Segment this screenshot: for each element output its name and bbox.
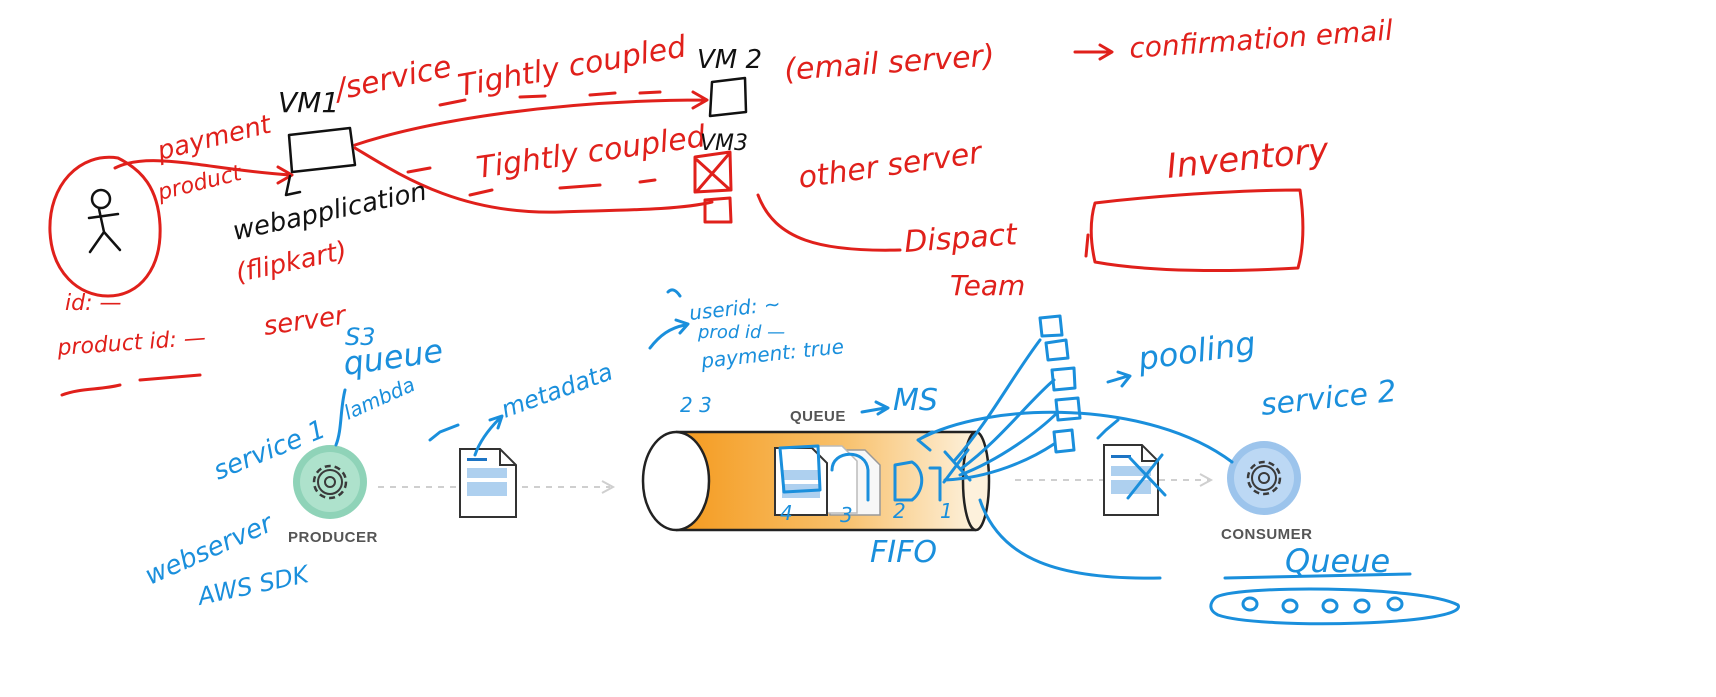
email-server-text: (email server) bbox=[783, 38, 996, 88]
arrow-vm1-to-vm2 bbox=[353, 90, 709, 147]
num-2-3-text: 2 3 bbox=[680, 393, 712, 417]
team-text: Team bbox=[950, 269, 1025, 302]
blue-box-4 bbox=[778, 444, 822, 494]
stack-box-3 bbox=[1050, 366, 1077, 392]
dispatch-text: Dispact bbox=[903, 217, 1019, 260]
poll-line-1 bbox=[953, 338, 1042, 462]
service2-text: service 2 bbox=[1259, 374, 1398, 423]
prodid-text: prod id — bbox=[697, 322, 785, 343]
service-slash-text: /service bbox=[329, 49, 454, 108]
vm2-box bbox=[708, 76, 748, 118]
brace-userid bbox=[666, 288, 682, 298]
tightly-coupled-2: Tightly coupled bbox=[474, 119, 708, 186]
vm1-box bbox=[287, 126, 357, 174]
connector-arrowhead-1 bbox=[601, 480, 616, 494]
stack-box-5 bbox=[1052, 428, 1076, 454]
vm1-label: VM1 bbox=[278, 86, 339, 119]
metadata-text: metadata bbox=[497, 358, 616, 424]
vm3-box bbox=[693, 150, 733, 194]
product-id-text: product id: — bbox=[56, 326, 207, 361]
producer-label: PRODUCER bbox=[288, 529, 378, 546]
other-server-text: other server bbox=[796, 135, 985, 196]
lambda-bracket bbox=[334, 388, 347, 447]
flipkart-text: (flipkart) bbox=[233, 236, 349, 289]
blue-x bbox=[942, 448, 972, 484]
inventory-tick bbox=[1084, 233, 1090, 258]
userid-text: userid: ~ bbox=[688, 292, 782, 325]
num-4: 4 bbox=[780, 501, 793, 525]
person-icon bbox=[87, 188, 122, 254]
fifo-text: FIFO bbox=[870, 535, 937, 570]
vm1-stand bbox=[284, 174, 302, 197]
dash-marks-top bbox=[438, 90, 662, 107]
vm2-label: VM 2 bbox=[697, 45, 762, 75]
consumer-node bbox=[1227, 441, 1301, 515]
poll-line-2 bbox=[960, 378, 1056, 470]
underline-queue bbox=[1223, 572, 1412, 580]
vm3-label: VM3 bbox=[700, 131, 748, 156]
poll-line-3 bbox=[958, 410, 1060, 477]
confirmation-email-text: confirmation email bbox=[1128, 14, 1394, 65]
vm3-small-box bbox=[703, 196, 733, 224]
poll-line-4 bbox=[943, 442, 1056, 482]
queue-label: QUEUE bbox=[790, 408, 846, 425]
arrow-to-metadata bbox=[473, 414, 504, 457]
cross-on-doc bbox=[1126, 453, 1167, 500]
blue-box-2 bbox=[893, 460, 924, 502]
arrow-user-to-vm1 bbox=[113, 159, 294, 185]
num-1: 1 bbox=[940, 499, 953, 523]
blue-box-3 bbox=[830, 452, 870, 502]
arrow-to-confirmation bbox=[1073, 43, 1114, 61]
num-3: 3 bbox=[840, 503, 853, 527]
connector-arrowhead-2 bbox=[1199, 473, 1214, 487]
consumer-label: CONSUMER bbox=[1221, 526, 1313, 543]
inventory-text: Inventory bbox=[1165, 130, 1332, 187]
document-icon bbox=[1103, 444, 1159, 516]
dash-marks-bottom bbox=[406, 166, 657, 197]
producer-node bbox=[293, 445, 367, 519]
blue-box-1 bbox=[928, 466, 942, 502]
queue-oval-circles bbox=[1241, 596, 1404, 614]
id-text: id: — bbox=[65, 291, 121, 316]
queue-handwritten-text: Queue bbox=[1285, 542, 1390, 580]
check-mark-2 bbox=[1096, 418, 1120, 440]
arrow-ms-to-consumer bbox=[916, 410, 1234, 464]
queue-tail-curve bbox=[978, 498, 1162, 580]
stack-box-2 bbox=[1044, 338, 1070, 362]
product-text: product bbox=[154, 161, 245, 206]
stack-box-1 bbox=[1038, 314, 1064, 338]
server-text: server bbox=[262, 300, 350, 341]
web-application-text: webapplication bbox=[230, 177, 429, 247]
check-mark bbox=[428, 423, 460, 442]
arrow-to-ms bbox=[860, 400, 890, 416]
s3-text: S3 bbox=[345, 323, 376, 351]
queue-cylinder bbox=[641, 430, 991, 532]
payment-text: payment bbox=[153, 109, 274, 167]
arrow-vm1-to-vm3 bbox=[353, 146, 714, 214]
arrow-to-pooling bbox=[1106, 370, 1132, 388]
user-circle bbox=[48, 155, 162, 298]
num-2: 2 bbox=[893, 499, 906, 523]
document-icon bbox=[459, 448, 517, 518]
gear-icon bbox=[1246, 460, 1282, 496]
queue-oval bbox=[1209, 587, 1460, 626]
ms-text: MS bbox=[893, 383, 938, 418]
gear-icon bbox=[312, 464, 348, 500]
pooling-text: pooling bbox=[1135, 324, 1258, 378]
aws-sdk-text: AWS SDK bbox=[193, 560, 313, 612]
arrow-to-userid bbox=[648, 318, 690, 350]
stack-box-4 bbox=[1054, 396, 1082, 422]
inventory-box bbox=[1089, 188, 1305, 272]
dispatch-curve bbox=[756, 193, 902, 252]
scribble-cutoff bbox=[60, 373, 202, 397]
